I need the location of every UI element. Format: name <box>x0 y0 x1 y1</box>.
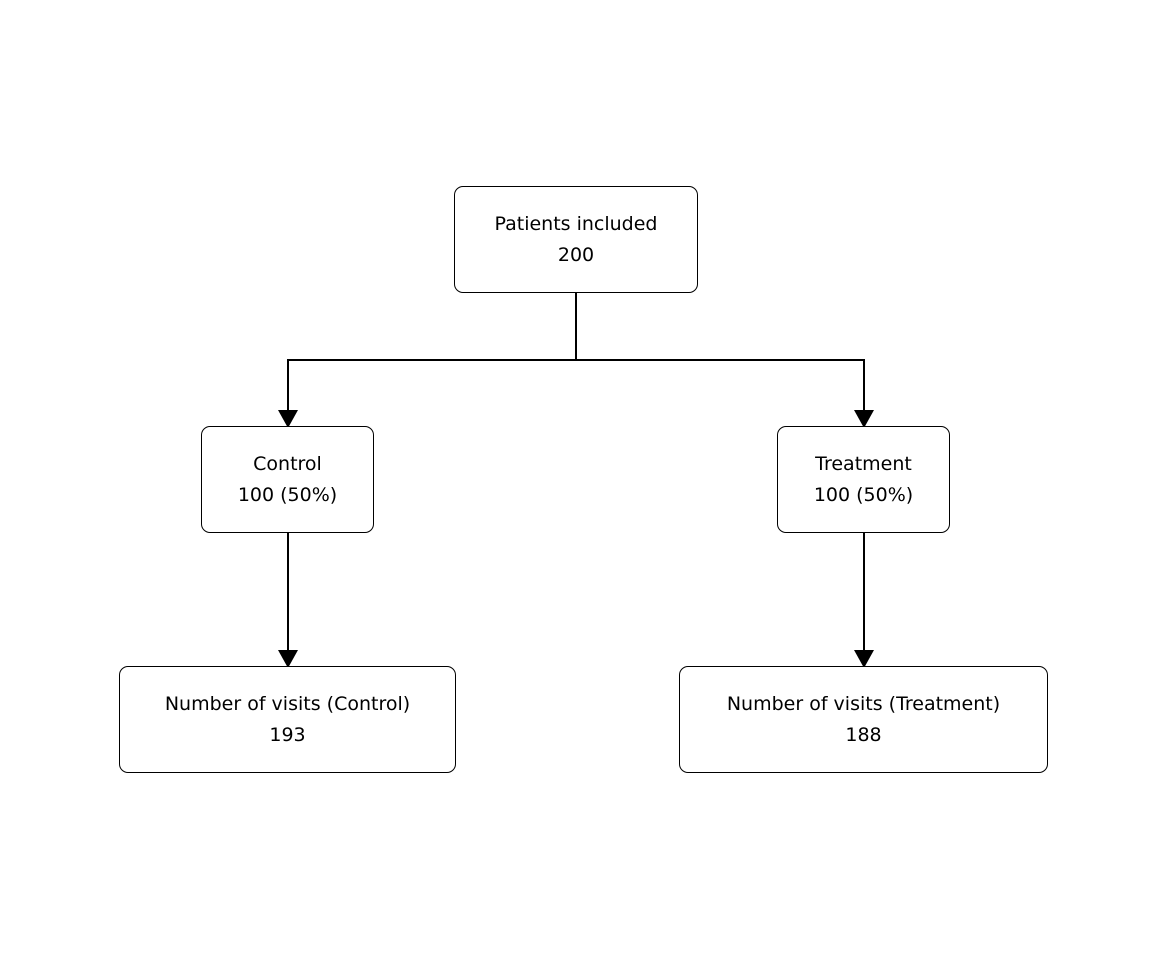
node-value: 200 <box>557 243 595 266</box>
node-value: 100 (50%) <box>813 483 914 506</box>
node-value: 188 <box>845 723 882 746</box>
arrowhead-visits-control <box>278 650 298 668</box>
node-title: Treatment <box>815 452 912 475</box>
node-control: Control 100 (50%) <box>201 426 374 533</box>
node-title: Control <box>253 452 322 475</box>
node-title: Number of visits (Treatment) <box>726 692 1001 715</box>
node-title: Number of visits (Control) <box>164 692 411 715</box>
arrowhead-control <box>278 410 298 428</box>
node-value: 193 <box>269 723 306 746</box>
arrowhead-visits-treatment <box>854 650 874 668</box>
connector-root-to-control <box>287 293 577 412</box>
node-patients-included: Patients included 200 <box>454 186 698 293</box>
node-title: Patients included <box>494 212 658 235</box>
node-visits-control: Number of visits (Control) 193 <box>119 666 456 773</box>
connector-root-to-treatment <box>576 359 865 412</box>
node-value: 100 (50%) <box>237 483 338 506</box>
node-treatment: Treatment 100 (50%) <box>777 426 950 533</box>
node-visits-treatment: Number of visits (Treatment) 188 <box>679 666 1048 773</box>
arrowhead-treatment <box>854 410 874 428</box>
